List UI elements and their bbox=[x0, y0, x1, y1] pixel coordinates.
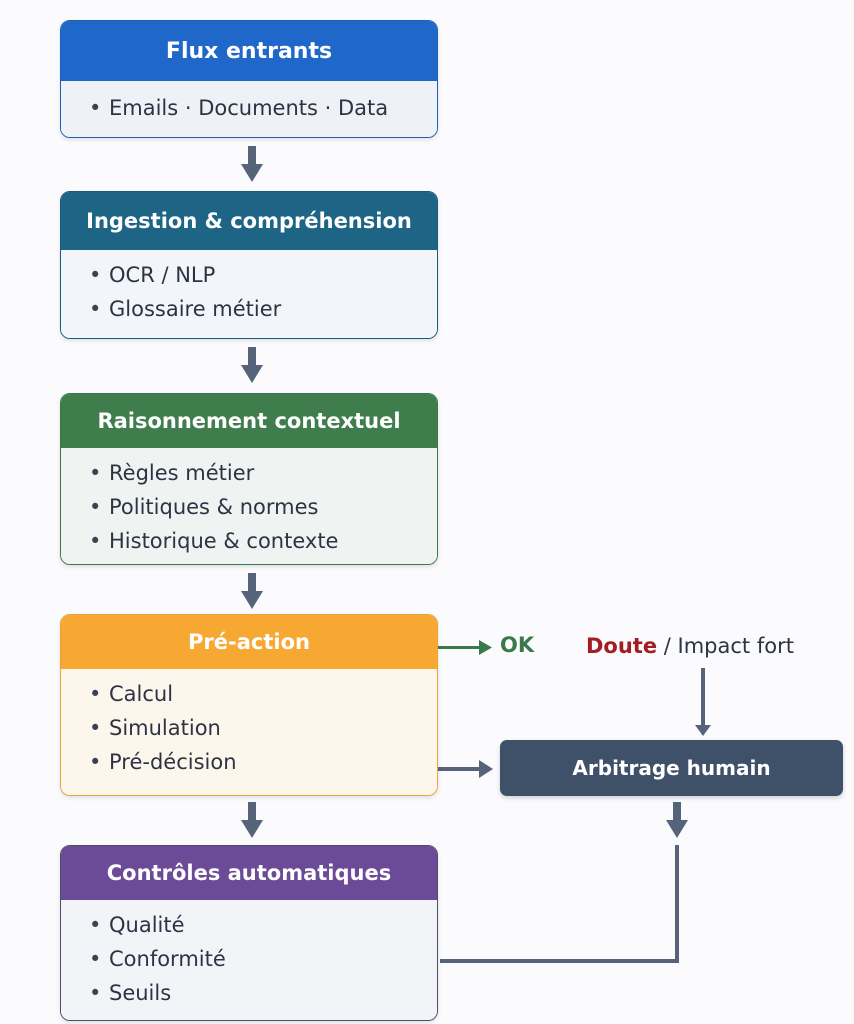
stage-item: Calcul bbox=[89, 677, 437, 711]
stage-item: Historique & contexte bbox=[89, 524, 437, 558]
arrow-arbitrage-down bbox=[666, 802, 688, 838]
arrow-ingestion-to-raisonnement bbox=[241, 347, 263, 383]
stage-item: Glossaire métier bbox=[89, 292, 437, 326]
arrow-raisonnement-to-preaction bbox=[241, 573, 263, 609]
stage-controles: Contrôles automatiques Qualité Conformit… bbox=[60, 845, 438, 1021]
stage-pre-action: Pré-action Calcul Simulation Pré-décisio… bbox=[60, 614, 438, 796]
stage-ingestion: Ingestion & compréhension OCR / NLP Glos… bbox=[60, 191, 438, 339]
stage-title: Contrôles automatiques bbox=[61, 846, 437, 900]
stage-title: Ingestion & compréhension bbox=[61, 192, 437, 250]
stage-flux-entrants: Flux entrants Emails · Documents · Data bbox=[60, 20, 438, 138]
arrow-preaction-to-arbitrage bbox=[437, 760, 493, 778]
stage-title: Pré-action bbox=[61, 615, 437, 669]
arrow-flux-to-ingestion bbox=[241, 146, 263, 182]
stage-item: Seuils bbox=[89, 976, 437, 1010]
stage-item: OCR / NLP bbox=[89, 258, 437, 292]
arbitrage-humain-box: Arbitrage humain bbox=[500, 740, 843, 796]
arrow-doubt-to-arbitrage bbox=[695, 668, 711, 736]
stage-item: Règles métier bbox=[89, 456, 437, 490]
stage-item: Conformité bbox=[89, 942, 437, 976]
return-line bbox=[440, 845, 679, 963]
stage-item: Emails · Documents · Data bbox=[89, 91, 437, 125]
arrow-ok bbox=[437, 640, 492, 655]
doubt-keyword: Doute bbox=[586, 634, 658, 658]
doubt-rest: / Impact fort bbox=[657, 634, 794, 658]
doubt-label: Doute / Impact fort bbox=[586, 634, 794, 658]
stage-raisonnement: Raisonnement contextuel Règles métier Po… bbox=[60, 393, 438, 565]
stage-item: Qualité bbox=[89, 908, 437, 942]
stage-title: Raisonnement contextuel bbox=[61, 394, 437, 448]
stage-item: Simulation bbox=[89, 711, 437, 745]
stage-title: Flux entrants bbox=[61, 21, 437, 81]
stage-item: Pré-décision bbox=[89, 745, 437, 779]
ok-label: OK bbox=[500, 633, 535, 657]
stage-item: Politiques & normes bbox=[89, 490, 437, 524]
arrow-preaction-to-controles bbox=[241, 802, 263, 838]
